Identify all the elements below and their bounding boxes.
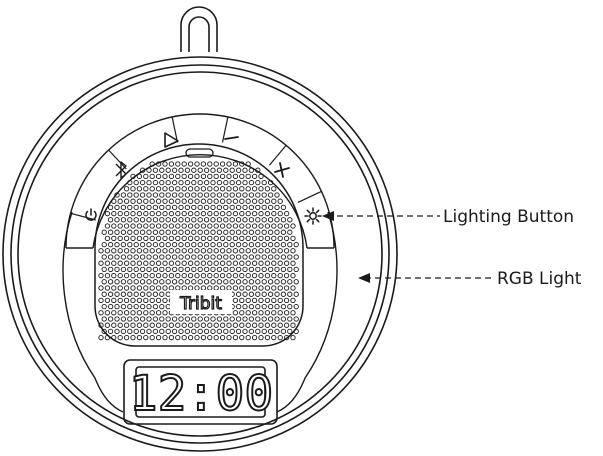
callout-label-rgb-light: RGB Light bbox=[497, 269, 582, 289]
minus-icon[interactable] bbox=[225, 137, 238, 139]
plus-icon[interactable] bbox=[275, 163, 289, 177]
callout-rgb-light: RGB Light bbox=[358, 269, 582, 289]
hanging-loop bbox=[181, 7, 217, 52]
clock-display: 12:00 bbox=[124, 360, 277, 424]
sun-icon[interactable] bbox=[305, 208, 321, 224]
status-led bbox=[186, 149, 213, 157]
callout-lighting-button: Lighting Button bbox=[322, 207, 574, 227]
brand-logo-text: Tribit bbox=[179, 294, 222, 314]
speaker-grille: Tribit bbox=[95, 144, 303, 346]
clock-time: 12:00 bbox=[129, 366, 274, 422]
callout-label-lighting-button: Lighting Button bbox=[443, 207, 574, 227]
